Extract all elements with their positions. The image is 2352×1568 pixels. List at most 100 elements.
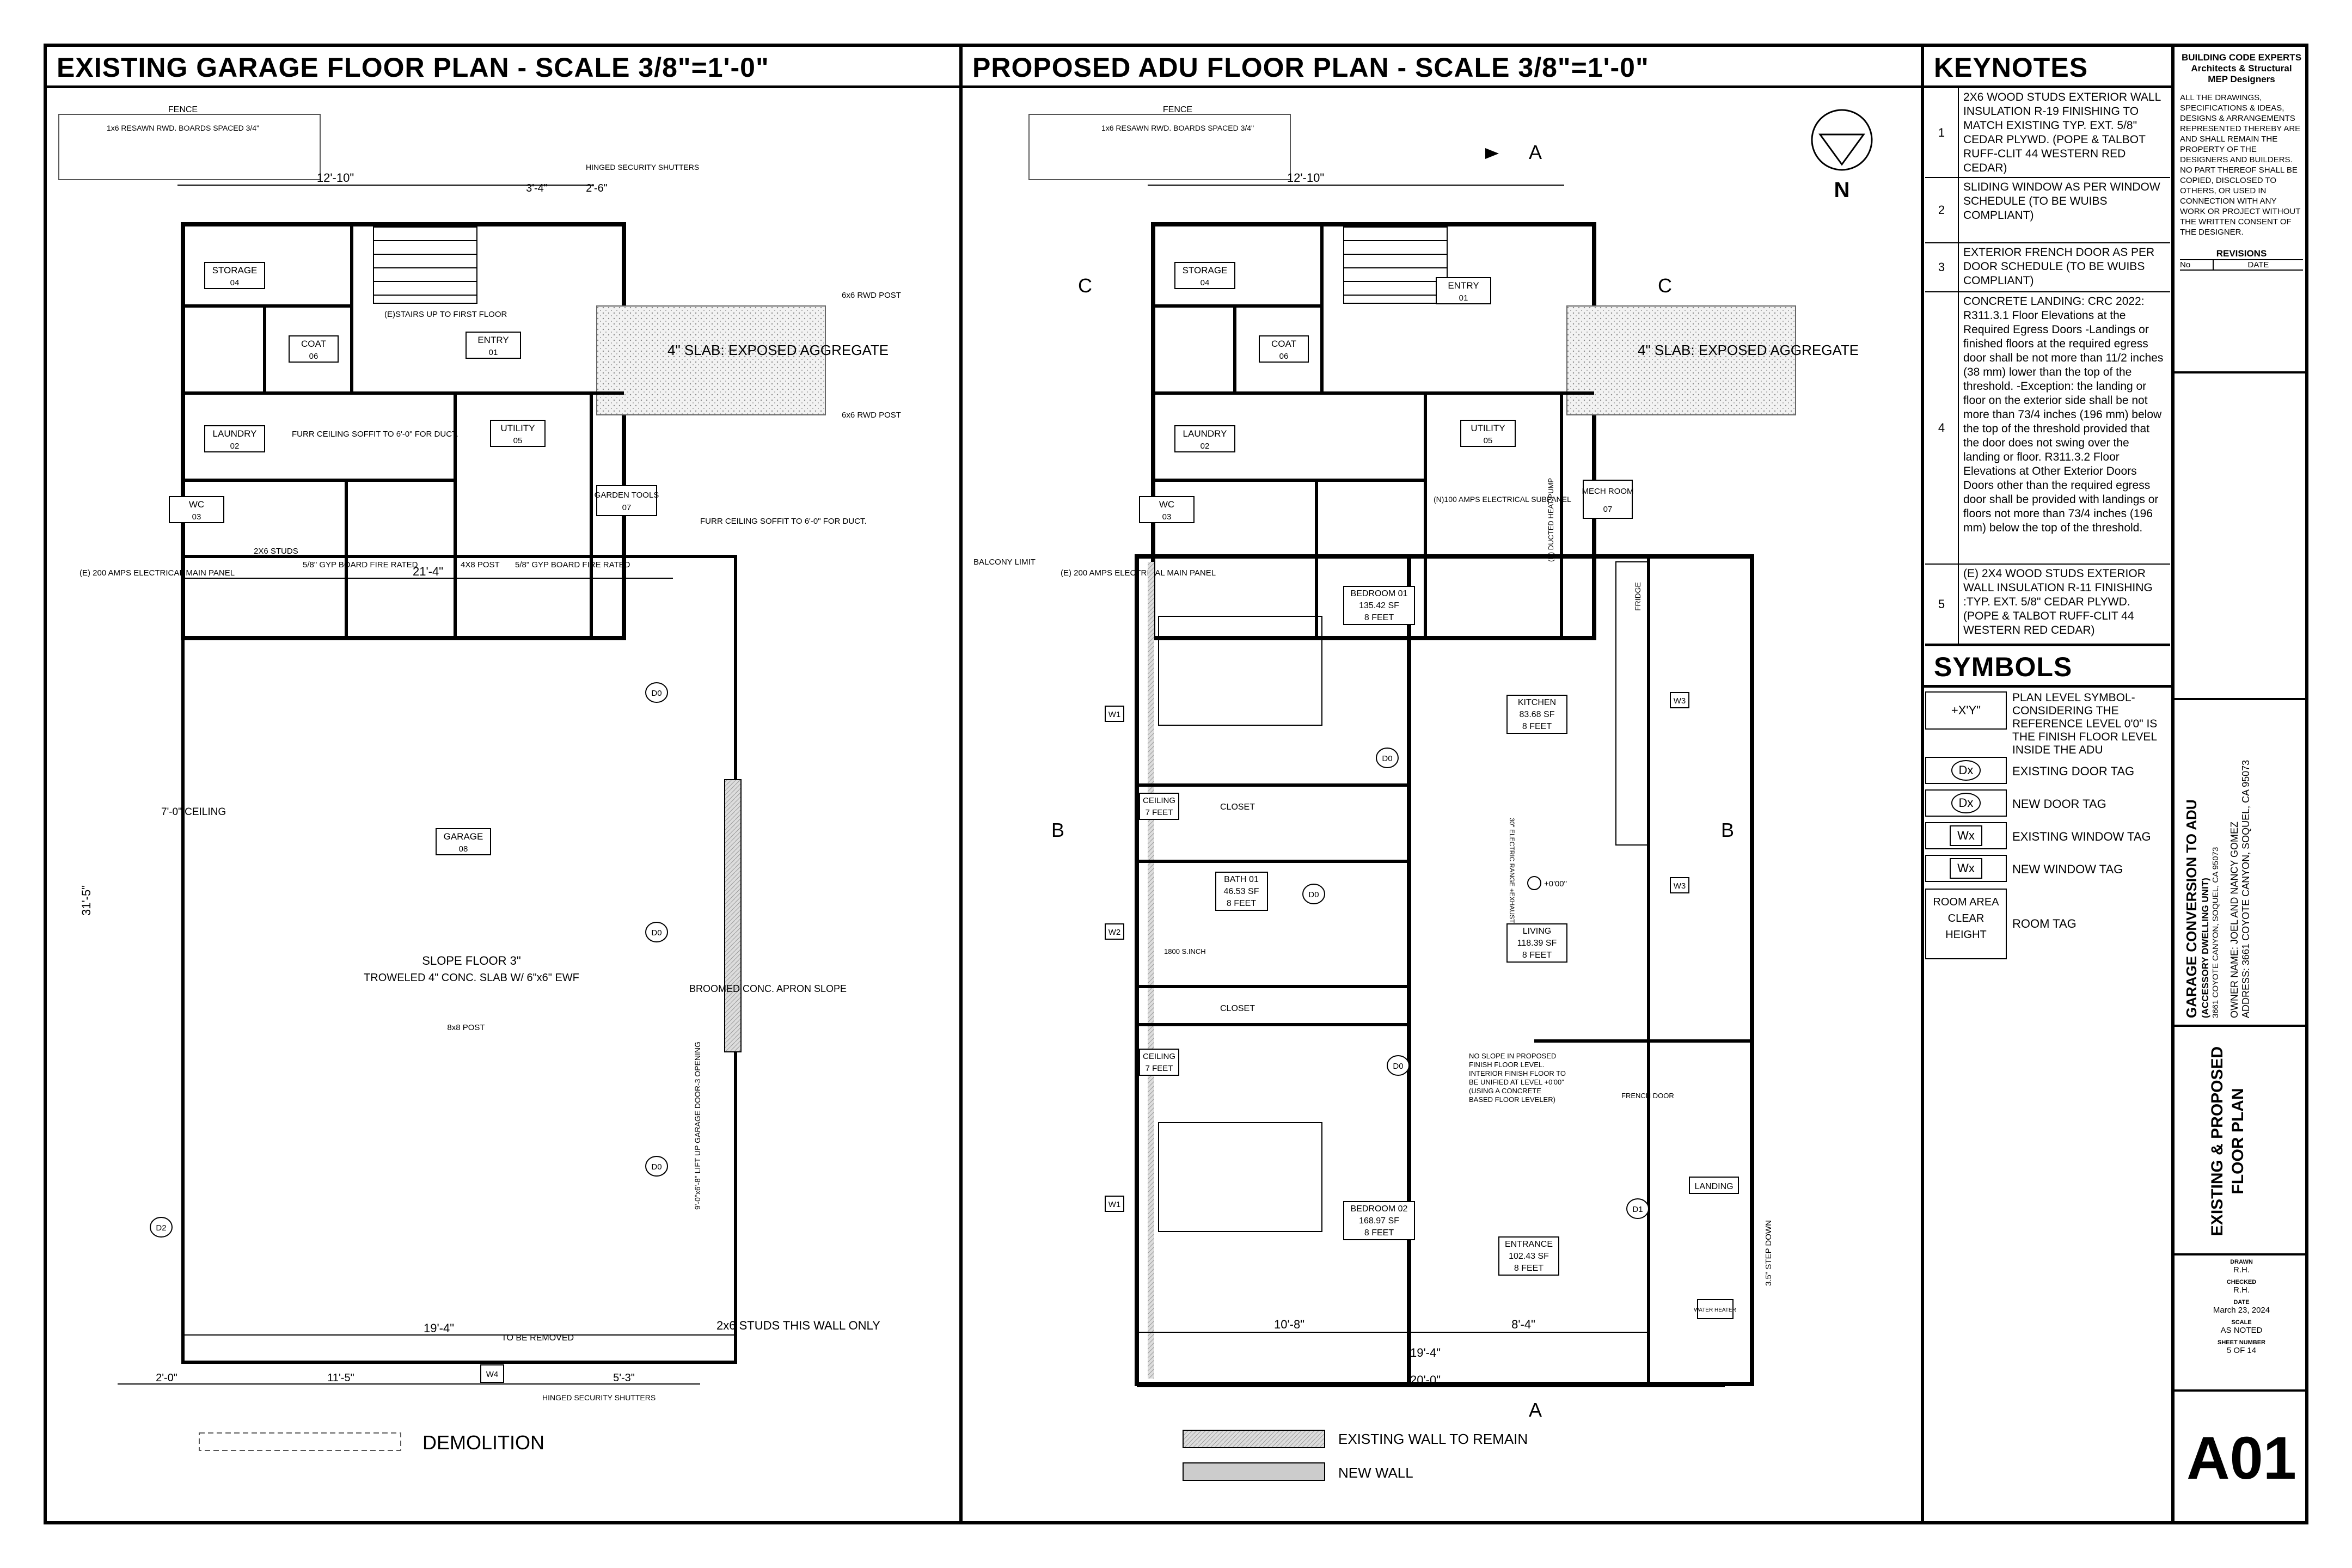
slab-label: 4" SLAB: EXPOSED AGGREGATE [667,342,889,358]
dim-194: 19'-4" [424,1321,454,1335]
svg-text:BEDROOM 02: BEDROOM 02 [1351,1204,1408,1214]
dim-53: 5'-3" [613,1372,635,1384]
svg-text:UTILITY: UTILITY [1471,423,1505,433]
electrical-subpanel: (N)100 AMPS ELECTRICAL SUBPANEL [1434,495,1571,504]
svg-text:B: B [1721,819,1734,841]
divider-proposed-keynotes [1921,44,1924,1524]
hinged-shutters: HINGED SECURITY SHUTTERS [586,163,699,171]
fence-label: FENCE [1163,105,1192,114]
door-tag-d0-3: D0 [1387,1055,1410,1076]
svg-text:D0: D0 [1393,1062,1403,1071]
svg-text:168.97 SF: 168.97 SF [1359,1216,1399,1226]
dim-20: 2'-0" [156,1372,177,1384]
window-tag-w1-1: W1 [1105,706,1124,722]
svg-text:8 FEET: 8 FEET [1522,722,1552,731]
room-bedroom-02: BEDROOM 02 168.97 SF 8 FEET [1343,1201,1415,1240]
svg-text:8 FEET: 8 FEET [1364,613,1394,622]
ceiling-label: 7'-0" CEILING [161,806,226,818]
drawing-frame [44,44,2308,1524]
keynotes-title: KEYNOTES [1924,47,2171,88]
symbol-new-window: Wx NEW WINDOW TAG [1925,855,2170,885]
section-marker-a-bottom: A [1529,1399,1542,1421]
svg-text:04: 04 [1200,278,1210,287]
svg-text:ENTRY: ENTRY [477,335,509,345]
svg-text:W3: W3 [1674,696,1686,706]
step-down: 3.5" STEP DOWN [1764,1220,1773,1286]
dim-top: 12'-10" [1287,171,1324,185]
svg-text:N: N [1834,178,1850,202]
svg-text:WATER HEATER: WATER HEATER [1694,1307,1736,1313]
svg-text:D0: D0 [1308,890,1319,899]
svg-text:C: C [1658,274,1672,297]
dim-top: 12'-10" [317,171,354,185]
window-1800: 1800 S.INCH [1164,947,1206,955]
window-tag-w3-2: W3 [1670,877,1689,893]
svg-text:8 FEET: 8 FEET [1364,1228,1394,1238]
section-marker-c-right: C [1658,274,1672,297]
svg-text:MECH ROOM: MECH ROOM [1582,487,1634,496]
door-tag-d2: D2 [150,1217,173,1238]
gyp-label-1: 5/8" GYP BOARD FIRE RATED [303,560,418,569]
room-utility: UTILITY 05 [490,420,546,447]
svg-text:B: B [1051,819,1064,841]
svg-text:02: 02 [230,442,240,451]
window-tag-w4: W4 [480,1364,504,1383]
svg-text:COAT: COAT [1271,339,1296,349]
svg-text:CEILING: CEILING [1143,796,1175,805]
svg-text:06: 06 [309,352,318,361]
firm-block: BUILDING CODE EXPERTS Architects & Struc… [2175,47,2308,373]
dim-26: 2'-6" [586,182,608,194]
divider-existing-proposed [959,44,963,1524]
symbol-level: +X'Y" PLAN LEVEL SYMBOL- CONSIDERING THE… [1925,691,2170,756]
furr-note-2: FURR CEILING SOFFIT TO 6'-0" FOR DUCT. [700,517,867,526]
svg-text:A: A [1529,141,1542,163]
hinged-shutters-bottom: HINGED SECURITY SHUTTERS [542,1393,656,1402]
section-marker-b-right: B [1721,819,1734,841]
svg-text:D0: D0 [1382,754,1392,763]
svg-text:BATH 01: BATH 01 [1224,875,1259,884]
svg-text:STORAGE: STORAGE [212,265,258,275]
no-slope-note: NO SLOPE IN PROPOSED FINISH FLOOR LEVEL.… [1469,1052,1566,1104]
exposed-aggregate-slab [596,305,826,415]
svg-text:LAUNDRY: LAUNDRY [213,428,257,439]
slab-label: 4" SLAB: EXPOSED AGGREGATE [1638,342,1859,358]
existing-floor-plan: FENCE 1x6 RESAWN RWD. BOARDS SPACED 3/4"… [58,105,901,1454]
svg-text:07: 07 [1603,505,1613,514]
furr-note-1: FURR CEILING SOFFIT TO 6'-0" FOR DUCT. [292,430,458,439]
dim-200: 20'-0" [1410,1373,1441,1387]
svg-text:CLOSET: CLOSET [1220,803,1255,812]
svg-text:ENTRY: ENTRY [1448,280,1479,291]
svg-text:01: 01 [1459,293,1468,303]
demolition-label: DEMOLITION [422,1431,544,1454]
svg-text:W3: W3 [1674,881,1686,891]
room-laundry: LAUNDRY 02 [204,425,265,452]
heat-pump: (N) DUCTED HEAT PUMP [1547,478,1555,562]
svg-text:D1: D1 [1632,1205,1643,1214]
room-storage: STORAGE 04 [204,262,265,289]
existing-wall-label: EXISTING WALL TO REMAIN [1338,1431,1528,1447]
french-door: FRENCH DOOR [1621,1092,1674,1100]
room-garage: GARAGE 08 [436,828,491,855]
blank-block [2175,373,2308,700]
svg-text:COAT: COAT [301,339,326,349]
post-8x8: 8x8 POST [447,1023,485,1032]
room-entry: ENTRY 01 [1436,277,1491,304]
svg-text:135.42 SF: 135.42 SF [1359,601,1399,610]
svg-text:118.39 SF: 118.39 SF [1517,939,1557,948]
new-wall-swatch [1183,1462,1325,1481]
fence-outline [58,114,321,180]
svg-text:8 FEET: 8 FEET [1514,1264,1543,1273]
room-entry: ENTRY 01 [465,332,521,359]
dim-108: 10'-8" [1274,1318,1304,1331]
svg-text:05: 05 [513,436,523,445]
svg-text:02: 02 [1200,442,1210,451]
room-closet-1: CLOSET [1220,803,1255,812]
room-mech: MECH ROOM 07 [1582,480,1634,519]
fence-note: 1x6 RESAWN RWD. BOARDS SPACED 3/4" [107,124,259,132]
